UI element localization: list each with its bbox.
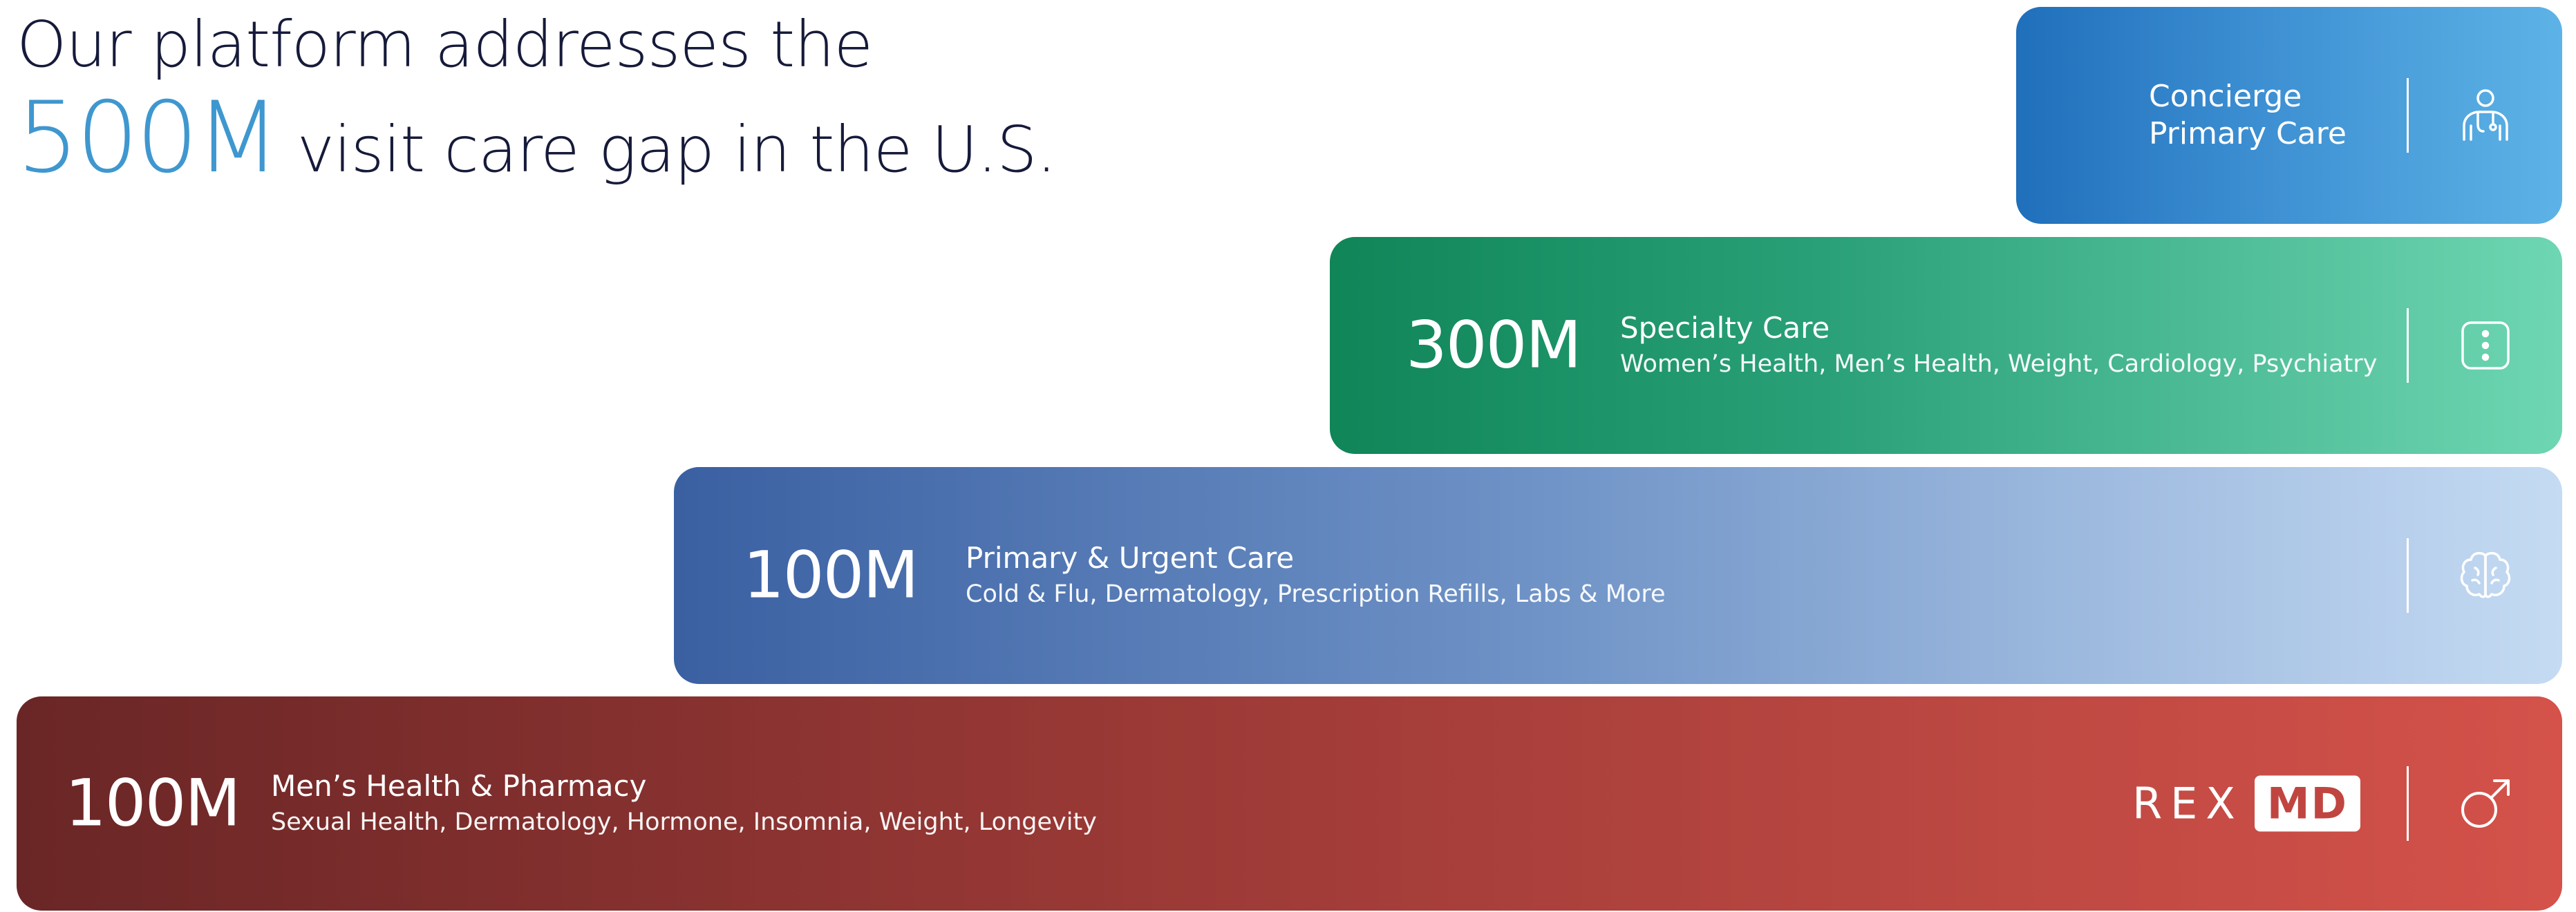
tier-concierge-primary-care: Concierge Primary Care bbox=[2016, 7, 2562, 224]
headline-line-1: Our platform addresses the bbox=[17, 8, 873, 82]
tier-primary-divider bbox=[2407, 538, 2409, 613]
tier-specialty-title: Specialty Care bbox=[1620, 311, 1830, 345]
tier-concierge-divider bbox=[2407, 78, 2409, 153]
tier-specialty-text: Specialty Care Women’s Health, Men’s Hea… bbox=[1620, 310, 2377, 381]
tier-mens-divider bbox=[2407, 766, 2409, 841]
tier-concierge-title-line-2: Primary Care bbox=[2149, 116, 2347, 151]
tier-specialty-divider bbox=[2407, 308, 2409, 383]
brand-md: MD bbox=[2254, 775, 2360, 832]
headline-line-2-text: visit care gap in the U.S. bbox=[297, 113, 1057, 187]
tier-mens-value: 100M bbox=[65, 766, 241, 842]
brand-rex: REX bbox=[2132, 778, 2244, 829]
headline: Our platform addresses the 500M visit ca… bbox=[17, 7, 1057, 195]
tier-mens-text: Men’s Health & Pharmacy Sexual Health, D… bbox=[271, 768, 1097, 839]
tier-concierge-title-line-1: Concierge bbox=[2149, 79, 2302, 114]
tier-specialty-value: 300M bbox=[1406, 307, 1582, 383]
tier-mens-subtitle: Sexual Health, Dermatology, Hormone, Ins… bbox=[271, 808, 1097, 836]
tier-primary-text: Primary & Urgent Care Cold & Flu, Dermat… bbox=[966, 540, 1665, 611]
rex-md-logo: REX MD bbox=[2132, 775, 2360, 832]
brain-icon bbox=[2456, 546, 2515, 605]
tier-primary-urgent-care: 100M Primary & Urgent Care Cold & Flu, D… bbox=[674, 467, 2562, 684]
doctor-icon bbox=[2456, 86, 2515, 145]
tier-primary-value: 100M bbox=[743, 538, 919, 614]
tier-mens-health-pharmacy: 100M Men’s Health & Pharmacy Sexual Heal… bbox=[17, 696, 2562, 911]
headline-line-2: 500M visit care gap in the U.S. bbox=[17, 81, 1057, 195]
headline-highlight-value: 500M bbox=[17, 81, 281, 195]
tier-concierge-text: Concierge Primary Care bbox=[2149, 78, 2347, 153]
tier-specialty-subtitle: Women’s Health, Men’s Health, Weight, Ca… bbox=[1620, 350, 2378, 378]
tier-primary-subtitle: Cold & Flu, Dermatology, Prescription Re… bbox=[966, 580, 1666, 608]
dice-icon bbox=[2456, 316, 2515, 375]
tier-specialty-care: 300M Specialty Care Women’s Health, Men’… bbox=[1330, 237, 2562, 454]
tier-mens-title: Men’s Health & Pharmacy bbox=[271, 769, 647, 803]
tier-primary-title: Primary & Urgent Care bbox=[966, 541, 1295, 575]
male-symbol-icon bbox=[2456, 774, 2515, 833]
